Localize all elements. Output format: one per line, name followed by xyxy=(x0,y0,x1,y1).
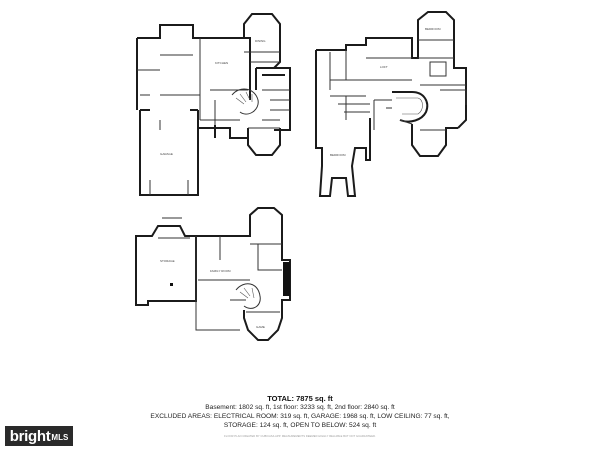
svg-text:GAME: GAME xyxy=(256,325,265,329)
garage-walls xyxy=(139,109,199,196)
turret-bottom xyxy=(247,128,281,156)
floorplan-credit: FLOOR PLAN CREATED BY CUBICASA APP. MEAS… xyxy=(224,435,376,438)
excluded-areas-line-2: STORAGE: 124 sq. ft, OPEN TO BELOW: 524 … xyxy=(223,422,377,429)
svg-text:GARAGE: GARAGE xyxy=(160,152,173,156)
total-area: TOTAL: 7875 sq. ft xyxy=(267,394,333,403)
svg-text:BEDROOM: BEDROOM xyxy=(425,27,441,31)
floor-areas-line: Basement: 1802 sq. ft, 1st floor: 3233 s… xyxy=(205,404,395,411)
svg-text:LOFT: LOFT xyxy=(380,65,388,69)
svg-text:KITCHEN: KITCHEN xyxy=(215,61,228,65)
svg-text:STORAGE: STORAGE xyxy=(160,259,175,263)
turret-second xyxy=(411,124,458,157)
second-floor-outer xyxy=(315,50,371,197)
brand-name: bright xyxy=(9,427,51,445)
svg-text:FAMILY ROOM: FAMILY ROOM xyxy=(210,269,231,273)
first-floor-plan: GARAGE KITCHEN DINING xyxy=(136,13,291,196)
second-floor-plan: BEDROOM LOFT BEDROOM xyxy=(315,11,467,197)
brand-suffix: MLS xyxy=(51,433,69,442)
svg-text:DINING: DINING xyxy=(255,39,266,43)
floor-plans: GARAGE KITCHEN DINING BEDROOM LOFT BEDRO… xyxy=(135,11,467,341)
bright-mls-logo: bright MLS xyxy=(5,426,73,446)
svg-text:BEDROOM: BEDROOM xyxy=(330,153,346,157)
basement-plan: STORAGE FAMILY ROOM GAME xyxy=(135,207,291,341)
excluded-areas-line: EXCLUDED AREAS: ELECTRICAL ROOM: 319 sq.… xyxy=(150,413,450,420)
